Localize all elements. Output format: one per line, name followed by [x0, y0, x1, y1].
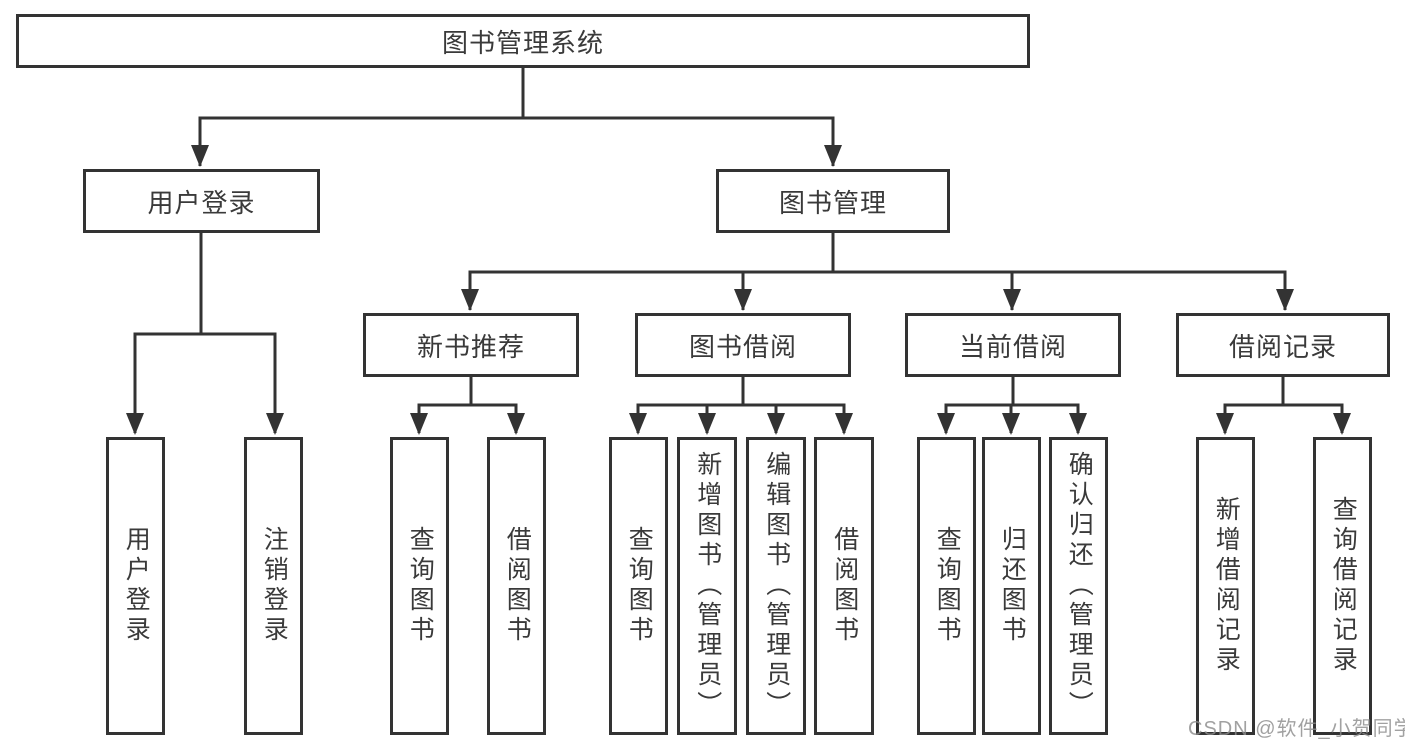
leaf-logout: 注销登录	[244, 437, 303, 735]
leaf-query-borrow-record: 查询借阅记录	[1313, 437, 1372, 735]
node-borrowing-records: 借阅记录	[1176, 313, 1390, 377]
leaf-add-book-admin: 新增图书（管理员）	[677, 437, 737, 735]
csdn-watermark: CSDN @软件_小贺同学	[1188, 718, 1405, 740]
node-book-management: 图书管理	[716, 169, 950, 233]
leaf-user-login: 用户登录	[106, 437, 165, 735]
arrowheads	[126, 145, 1351, 435]
leaf-query-books-recommend: 查询图书	[390, 437, 449, 735]
node-book-borrowing: 图书借阅	[635, 313, 851, 377]
node-new-book-recommendation: 新书推荐	[363, 313, 579, 377]
leaf-query-books-borrowing: 查询图书	[609, 437, 668, 735]
node-user-login: 用户登录	[83, 169, 320, 233]
leaf-add-borrow-record: 新增借阅记录	[1196, 437, 1255, 735]
node-library-management-system: 图书管理系统	[16, 14, 1030, 68]
leaf-query-books-current: 查询图书	[917, 437, 976, 735]
node-current-borrowing: 当前借阅	[905, 313, 1121, 377]
leaf-confirm-return-admin: 确认归还（管理员）	[1049, 437, 1108, 735]
leaf-borrow-books: 借阅图书	[814, 437, 874, 735]
leaf-borrow-books-recommend: 借阅图书	[487, 437, 546, 735]
leaf-return-books: 归还图书	[982, 437, 1041, 735]
leaf-edit-book-admin: 编辑图书（管理员）	[746, 437, 806, 735]
